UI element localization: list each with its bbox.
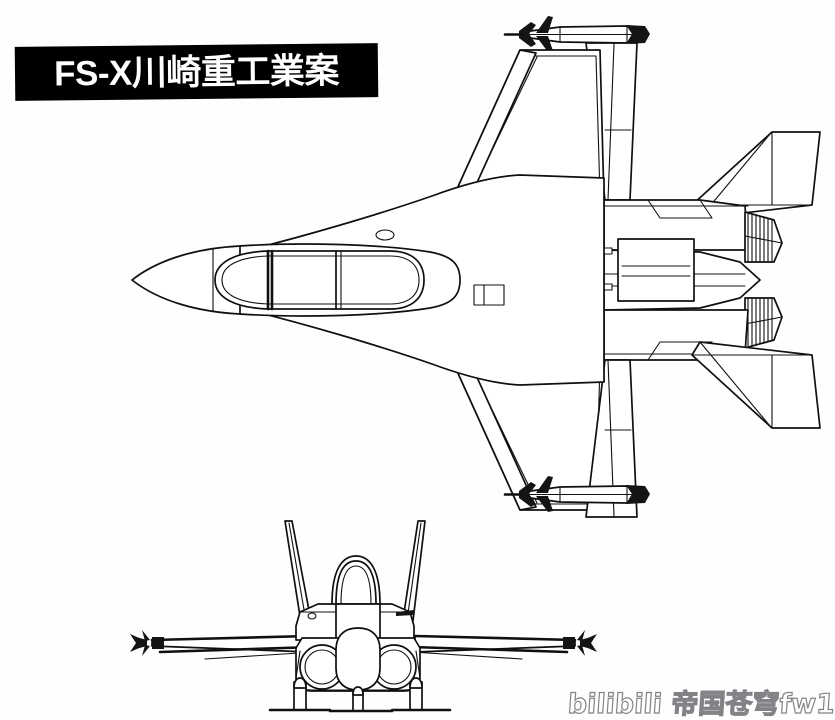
tail-equipment-bay	[594, 238, 695, 302]
landing-gear	[268, 677, 452, 713]
antenna-blister	[375, 229, 395, 241]
front-nose-section	[335, 627, 381, 691]
front-wing-right	[410, 634, 577, 660]
front-view	[130, 520, 597, 713]
canopy-plan	[214, 249, 425, 311]
front-wingtip-missile-right	[563, 630, 597, 656]
horizontal-stabilizer-upper	[691, 131, 821, 219]
plan-view	[131, 16, 821, 518]
horizontal-stabilizer-lower	[691, 341, 821, 429]
exhaust-nozzle-upper	[744, 211, 783, 263]
access-panel	[473, 284, 505, 306]
wingtip-missile-upper	[503, 16, 650, 52]
title-text: FS-X川崎重工業案	[53, 51, 340, 93]
vertical-stabilizer-lower	[585, 359, 638, 518]
exhaust-nozzle-lower	[744, 297, 783, 349]
front-canopy	[331, 555, 381, 605]
title-banner: FS-X川崎重工業案	[14, 43, 379, 101]
front-wingtip-missile-left	[130, 630, 164, 656]
wingtip-missile-lower	[503, 476, 650, 512]
